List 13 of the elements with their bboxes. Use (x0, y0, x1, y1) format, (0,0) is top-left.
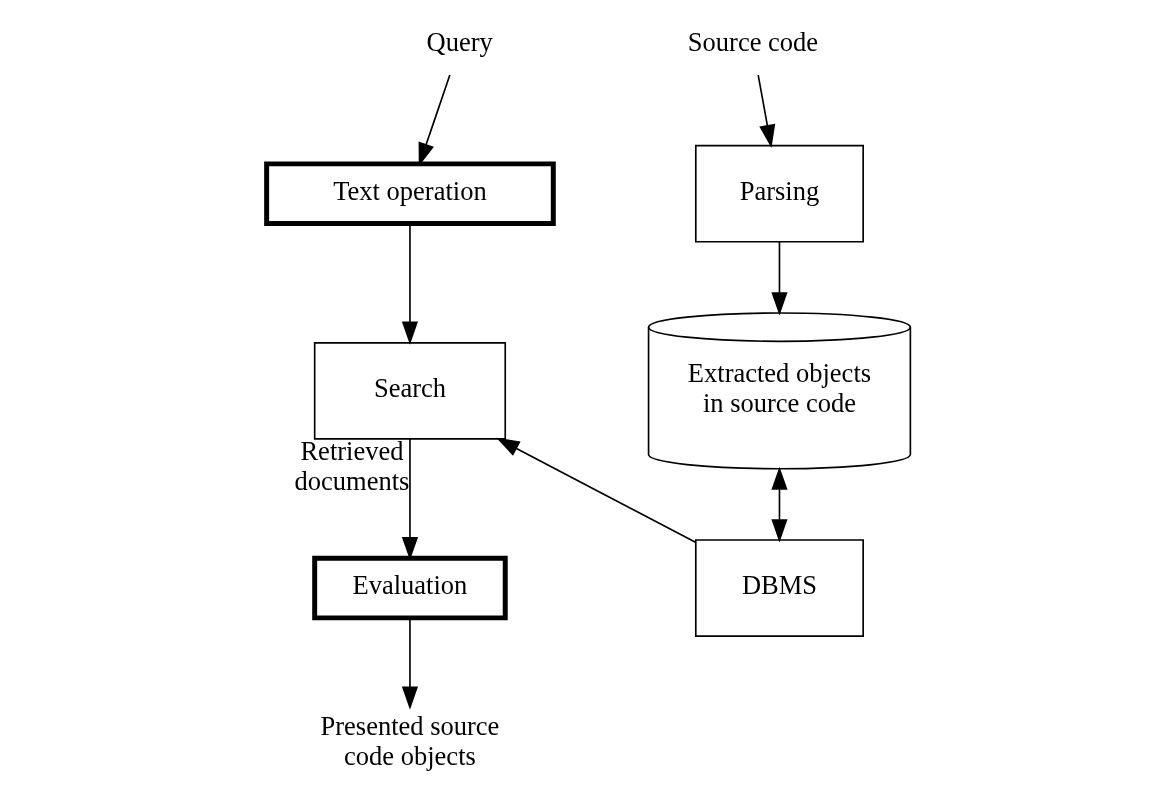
node-box: Search (313, 342, 506, 440)
arrow (495, 437, 696, 544)
node-text: Query (426, 26, 493, 57)
node-text: Source code (687, 26, 818, 57)
node-box: Parsing (694, 144, 864, 243)
node-text: Presented source code objects (320, 711, 499, 772)
arrow (756, 74, 775, 148)
node-box: DBMS (694, 539, 864, 637)
node-box: Text operation (263, 161, 556, 226)
arrow (770, 240, 788, 316)
node-box: Evaluation (311, 555, 508, 621)
arrow (401, 617, 418, 710)
arrow (770, 466, 788, 543)
